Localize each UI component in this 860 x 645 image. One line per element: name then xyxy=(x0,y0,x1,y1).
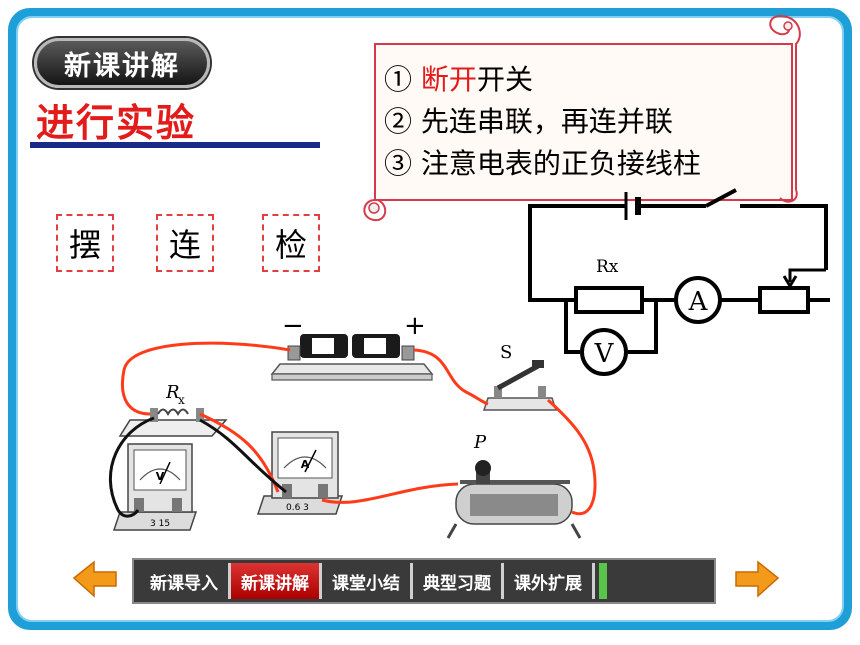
battery-pack xyxy=(270,334,434,381)
black-wires xyxy=(108,416,287,518)
bottom-nav-bar: 新课导入 新课讲解 课堂小结 典型习题 课外扩展 xyxy=(132,558,716,604)
title-underline xyxy=(30,142,320,148)
voltmeter-dial-letter: V xyxy=(156,470,165,483)
step-place: 摆 xyxy=(56,214,114,272)
nav-prev-arrow[interactable] xyxy=(72,560,117,598)
scroll-line-3: ③ 注意电表的正负接线柱 xyxy=(384,147,701,180)
nav-item-intro[interactable]: 新课导入 xyxy=(140,563,231,599)
voltmeter-apparatus xyxy=(112,443,198,531)
scroll-line-1-rest: 开关 xyxy=(476,63,533,96)
schematic-rx-label: Rx xyxy=(596,257,619,277)
switch-label: S xyxy=(500,342,512,363)
schematic-voltmeter-label: V xyxy=(594,339,615,369)
voltmeter-terminal-labels: 3 15 xyxy=(150,519,170,529)
nav-item-summary[interactable]: 课堂小结 xyxy=(322,563,413,599)
nav-item-extension[interactable]: 课外扩展 xyxy=(504,563,595,599)
nav-next-arrow[interactable] xyxy=(735,560,780,598)
nav-item-lesson[interactable]: 新课讲解 xyxy=(231,563,322,599)
scroll-line-1: ① 断开开关 xyxy=(384,58,533,98)
rx-label: R xyxy=(165,382,180,403)
schematic-ammeter-label: A xyxy=(688,287,709,317)
red-wires xyxy=(121,341,597,516)
slider-label: P xyxy=(473,432,487,453)
ammeter-dial-letter: A xyxy=(301,458,310,471)
step-check: 检 xyxy=(262,214,320,272)
step-connect: 连 xyxy=(156,214,214,272)
rheostat-apparatus xyxy=(446,460,582,539)
nav-item-exercises[interactable]: 典型习题 xyxy=(413,563,504,599)
scroll-line-1-number: ① xyxy=(384,63,413,96)
ammeter-terminal-labels: 0.6 3 xyxy=(286,503,309,513)
nav-end-indicator xyxy=(599,563,607,599)
scroll-banner xyxy=(363,15,801,222)
rx-subscript: x xyxy=(178,393,185,407)
scroll-line-2: ② 先连串联，再连并联 xyxy=(384,105,673,138)
circuit-schematic xyxy=(528,188,830,376)
switch-apparatus xyxy=(482,360,558,411)
section-badge: 新课讲解 xyxy=(34,38,210,88)
page-title: 进行实验 xyxy=(36,101,197,145)
ammeter-apparatus xyxy=(256,431,344,515)
battery-plus-label: + xyxy=(404,311,426,341)
scroll-line-1-highlight: 断开 xyxy=(420,63,477,96)
battery-minus-label: − xyxy=(282,311,304,341)
